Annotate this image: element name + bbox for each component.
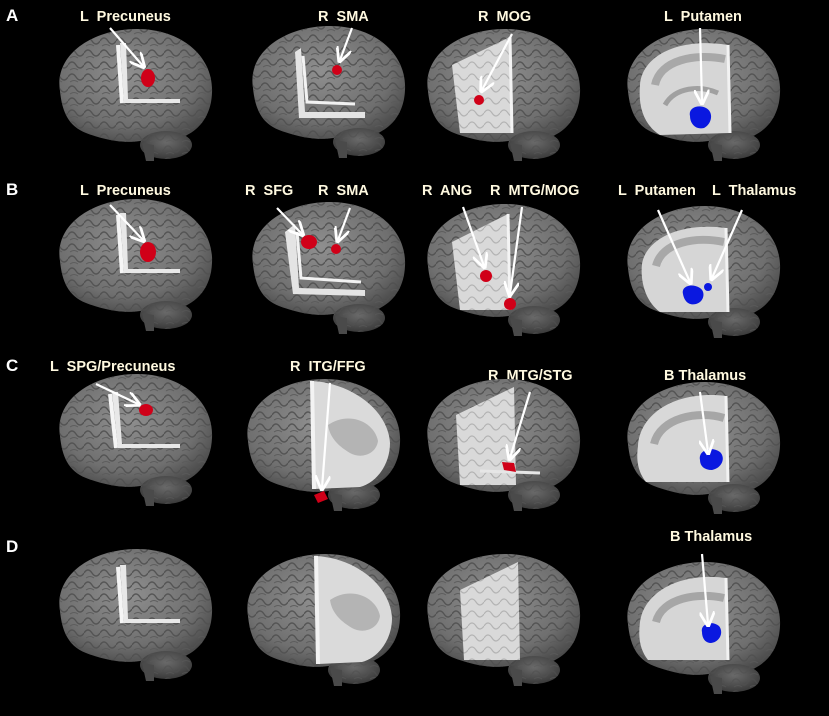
label-b-r-sma: R SMA bbox=[318, 183, 369, 199]
label-b-l-precuneus: L Precuneus bbox=[80, 183, 171, 199]
brain-d2 bbox=[247, 554, 401, 686]
brain-b2 bbox=[252, 202, 406, 334]
row-label-a: A bbox=[6, 6, 19, 25]
brain-d1 bbox=[59, 549, 213, 681]
activation-b-r-sfg bbox=[301, 235, 317, 249]
activation-b-r-sma bbox=[331, 244, 341, 254]
activation-a-r-sma bbox=[332, 65, 342, 75]
label-b-r-sfg: R SFG bbox=[245, 183, 294, 199]
label-b-l-putamen: L Putamen bbox=[618, 183, 696, 199]
activation-b-r-ang bbox=[480, 270, 492, 282]
label-c-r-mtg-stg: R MTG/STG bbox=[488, 368, 573, 384]
brain-b4 bbox=[627, 206, 781, 338]
activation-c-r-itg-ffg bbox=[314, 491, 328, 503]
label-d-b-thalamus: B Thalamus bbox=[670, 529, 753, 545]
label-a-r-sma: R SMA bbox=[318, 9, 369, 25]
row-label-c: C bbox=[6, 356, 19, 375]
brain-b3 bbox=[427, 204, 581, 336]
activation-b-l-putamen bbox=[682, 285, 704, 305]
brain-c1 bbox=[59, 374, 213, 506]
brain-c4 bbox=[627, 382, 781, 514]
activation-a-l-precuneus bbox=[141, 69, 155, 87]
row-label-b: B bbox=[6, 180, 19, 199]
label-c-r-itg-ffg: R ITG/FFG bbox=[290, 359, 366, 375]
brain-a4 bbox=[627, 29, 781, 161]
activation-b-r-mtg-mog bbox=[504, 298, 516, 310]
brain-a1 bbox=[59, 29, 213, 161]
label-b-l-thalamus: L Thalamus bbox=[712, 183, 797, 199]
activation-b-l-thalamus bbox=[704, 283, 712, 291]
brain-c2 bbox=[247, 379, 401, 511]
label-a-l-precuneus: L Precuneus bbox=[80, 9, 171, 25]
label-c-b-thalamus: B Thalamus bbox=[664, 368, 747, 384]
row-label-d: D bbox=[6, 537, 19, 556]
activation-c-l-spg-precuneus bbox=[139, 404, 153, 416]
activation-d-b-thalamus bbox=[701, 623, 722, 643]
activation-c-r-mtg-stg bbox=[502, 462, 516, 472]
label-c-l-spg-precuneus: L SPG/Precuneus bbox=[50, 359, 176, 375]
label-a-r-mog: R MOG bbox=[478, 9, 532, 25]
brain-b1 bbox=[59, 199, 213, 331]
label-a-l-putamen: L Putamen bbox=[664, 9, 742, 25]
brain-c3 bbox=[427, 379, 581, 511]
activation-a-r-mog bbox=[474, 95, 484, 105]
label-b-r-mtg-mog: R MTG/MOG bbox=[490, 183, 580, 199]
brain-d3 bbox=[427, 554, 581, 686]
activation-a-l-putamen bbox=[689, 106, 712, 129]
brain-a2 bbox=[252, 26, 406, 158]
label-b-r-ang: R ANG bbox=[422, 183, 473, 199]
activation-b-l-precuneus bbox=[140, 242, 156, 262]
